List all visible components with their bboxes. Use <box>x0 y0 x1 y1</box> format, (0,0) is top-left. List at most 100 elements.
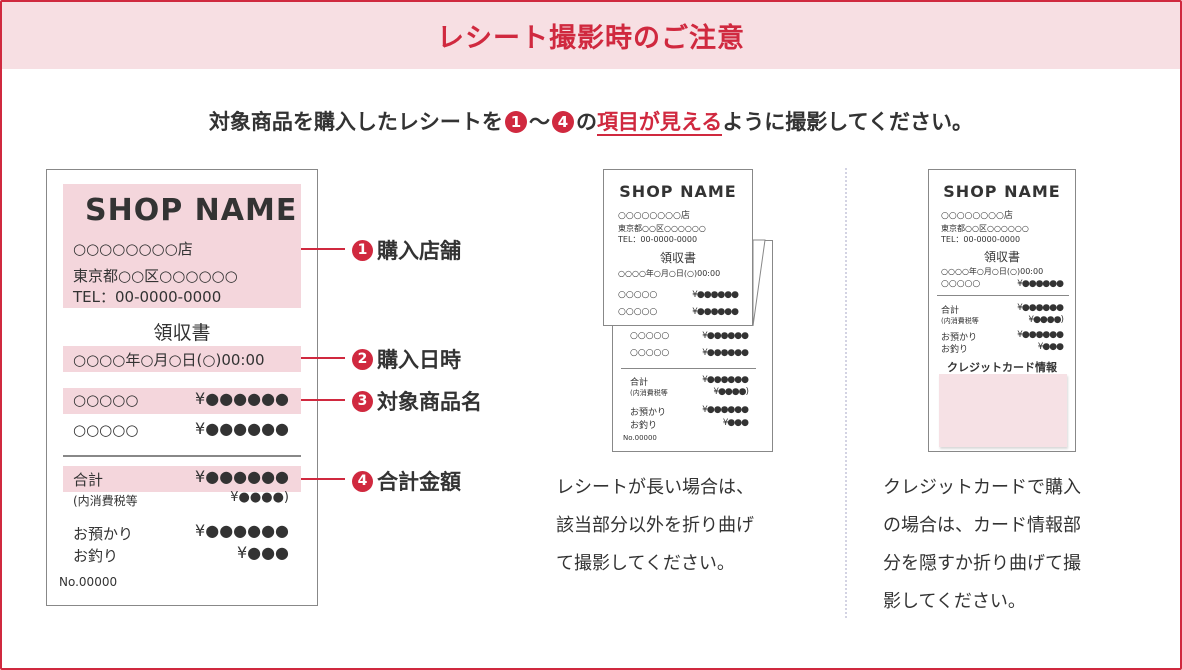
tax-value: ¥●●●●) <box>713 387 749 397</box>
receipt-number: No.00000 <box>623 434 657 442</box>
tax-value: ¥●●●●) <box>230 490 289 505</box>
divider-line <box>63 455 301 457</box>
tilde: 〜 <box>528 110 550 134</box>
branch: ○○○○○○○○店 <box>618 211 690 221</box>
receipt-title: 領収書 <box>153 322 211 344</box>
credit-card-receipt: SHOP NAME ○○○○○○○○店 東京都○○区○○○○○○ TEL：00-… <box>928 169 1076 452</box>
leader-line-1 <box>301 248 345 250</box>
header-banner: レシート撮影時のご注意 <box>2 2 1180 69</box>
address: 東京都○○区○○○○○○ <box>618 224 706 233</box>
total-label: 合計 <box>73 471 104 489</box>
sample-receipt: SHOP NAME ○○○○○○○○店 東京都○○区○○○○○○ TEL：00-… <box>46 169 318 606</box>
receipt-number: No.00000 <box>59 575 118 589</box>
item-price: ¥●●●●●● <box>692 307 739 317</box>
deposit-value: ¥●●●●●● <box>702 405 749 415</box>
total-value: ¥●●●●●● <box>702 375 749 385</box>
total-value: ¥●●●●●● <box>1017 303 1064 313</box>
instruction-before: 対象商品を購入したレシートを <box>208 110 503 134</box>
item-price: ¥●●●●●● <box>692 290 739 300</box>
divider-line <box>937 295 1069 296</box>
item-price: ¥●●●●●● <box>195 389 289 408</box>
deposit-label: お預かり <box>73 525 134 543</box>
datetime: ○○○○年○月○日(○)00:00 <box>73 351 265 369</box>
deposit-value: ¥●●●●●● <box>195 521 289 540</box>
tax-label: (内消費税等 <box>630 389 668 397</box>
note-line: レシートが長い場合は、 <box>556 477 754 498</box>
instruction-after: ように撮影してください。 <box>722 110 974 134</box>
number-badge: 3 <box>352 390 373 412</box>
callout-label: 購入日時 <box>377 348 461 372</box>
change-label: お釣り <box>941 345 969 355</box>
deposit-label: お預かり <box>630 408 667 418</box>
total-highlight <box>63 466 301 492</box>
page-title: レシート撮影時のご注意 <box>437 23 745 54</box>
divider-line <box>621 368 756 369</box>
tax-value: ¥●●●●) <box>1028 315 1064 325</box>
note-line: 分を隠すか折り曲げて撮 <box>883 553 1081 574</box>
deposit-label: お預かり <box>941 333 978 343</box>
leader-line-3 <box>301 399 345 401</box>
deposit-value: ¥●●●●●● <box>1017 330 1064 340</box>
item-name: ○○○○○ <box>73 391 139 409</box>
tax-label: (内消費税等 <box>73 494 138 508</box>
item-name: ○○○○○ <box>618 307 658 317</box>
item-price: ¥●●●●●● <box>195 419 289 438</box>
item-name: ○○○○○ <box>630 331 670 341</box>
number-badge: 2 <box>352 348 373 370</box>
shop-name: SHOP NAME <box>943 182 1061 201</box>
total-label: 合計 <box>941 306 960 316</box>
datetime-highlight <box>63 346 301 372</box>
change-value: ¥●●● <box>722 418 749 428</box>
change-value: ¥●●● <box>236 543 289 562</box>
credit-card-note: クレジットカードで購入 の場合は、カード情報部 分を隠すか折り曲げて撮 影してく… <box>883 469 1081 621</box>
leader-line-2 <box>301 357 345 359</box>
store-highlight <box>63 184 301 308</box>
callout-label: 合計金額 <box>377 470 461 494</box>
shop-name: SHOP NAME <box>85 193 298 228</box>
item-highlight <box>63 388 301 414</box>
fold-edge-icon <box>752 239 766 326</box>
callout-label: 購入店舗 <box>377 239 461 263</box>
credit-card-label: クレジットカード情報 <box>947 361 1057 374</box>
item-name: ○○○○○ <box>941 279 981 289</box>
card-cover-sticky <box>939 374 1067 447</box>
total-value: ¥●●●●●● <box>195 467 289 486</box>
datetime: ○○○○年○月○日(○)00:00 <box>618 269 721 278</box>
tel: TEL：00-0000-0000 <box>618 235 698 244</box>
note-line: クレジットカードで購入 <box>883 477 1081 498</box>
item-name: ○○○○○ <box>73 421 139 439</box>
note-line: て撮影してください。 <box>556 553 735 574</box>
item-price: ¥●●●●●● <box>1017 279 1064 289</box>
item-price: ¥●●●●●● <box>702 331 749 341</box>
particle: の <box>575 110 597 134</box>
change-value: ¥●●● <box>1037 342 1064 352</box>
leader-line-4 <box>301 478 345 480</box>
item-name: ○○○○○ <box>618 290 658 300</box>
dotted-divider <box>845 168 847 618</box>
change-label: お釣り <box>73 547 119 565</box>
item-price: ¥●●●●●● <box>702 348 749 358</box>
branch: ○○○○○○○○店 <box>73 240 193 258</box>
item-name: ○○○○○ <box>630 348 670 358</box>
receipt-title: 領収書 <box>659 251 696 265</box>
branch: ○○○○○○○○店 <box>941 211 1013 221</box>
number-badge-4: 4 <box>551 111 574 133</box>
number-badge: 4 <box>352 470 373 492</box>
folded-receipt-top: SHOP NAME ○○○○○○○○店 東京都○○区○○○○○○ TEL：00-… <box>603 169 753 326</box>
tel: TEL：00-0000-0000 <box>73 288 222 306</box>
address: 東京都○○区○○○○○○ <box>941 224 1029 233</box>
note-line: 影してください。 <box>883 591 1026 612</box>
datetime: ○○○○年○月○日(○)00:00 <box>941 267 1044 276</box>
total-label: 合計 <box>630 378 649 388</box>
callout-label: 対象商品名 <box>377 390 482 414</box>
address: 東京都○○区○○○○○○ <box>73 267 238 285</box>
tel: TEL：00-0000-0000 <box>941 235 1021 244</box>
highlight-text: 項目が見える <box>596 110 723 136</box>
change-label: お釣り <box>630 421 658 431</box>
note-line: 該当部分以外を折り曲げ <box>556 515 754 536</box>
